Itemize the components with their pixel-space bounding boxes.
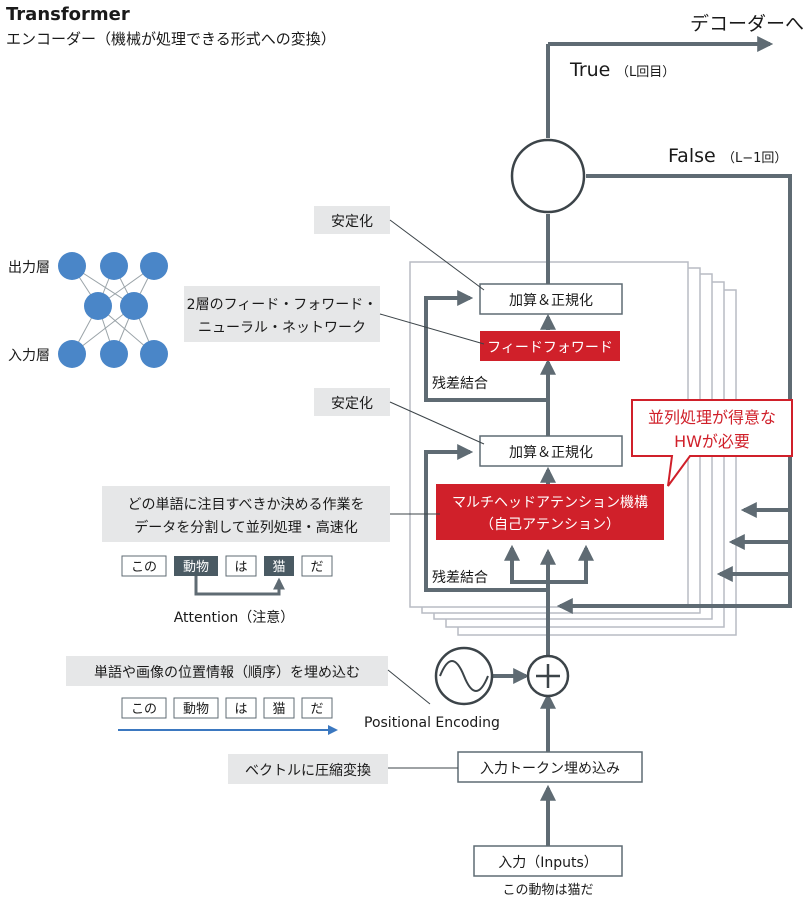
callout-ffn: 2層のフィード・フォワード・ ニューラル・ネットワーク: [184, 286, 485, 345]
main-flow: [424, 36, 792, 872]
token: この: [131, 702, 157, 717]
svg-text:ニューラル・ネットワーク: ニューラル・ネットワーク: [198, 320, 366, 336]
svg-text:データを分割して並列処理・高速化: データを分割して並列処理・高速化: [134, 519, 358, 536]
callout-positional: 単語や画像の位置情報（順序）を埋め込む: [66, 656, 431, 705]
hw-callout: [631, 399, 793, 487]
positional-encoding-label: Positional Encoding: [364, 715, 500, 731]
positional-token-row: この 動物 は 猫 だ: [118, 697, 338, 735]
add-norm-label-bottom: 加算＆正規化: [509, 445, 593, 461]
token: は: [234, 702, 247, 717]
hw-callout-line1: 並列処理が得意な: [648, 408, 776, 427]
svg-text:安定化: 安定化: [331, 214, 373, 230]
token-embedding-box: [457, 751, 643, 783]
false-note: （L−1回）: [722, 151, 787, 166]
token: 猫: [272, 702, 285, 717]
token-highlight: 動物: [183, 560, 209, 575]
attention-label: Attention（注意）: [174, 609, 295, 626]
feed-forward-box: [480, 331, 620, 361]
callout-stabilize-bottom: 安定化: [314, 388, 485, 445]
residual-label-bottom: 残差結合: [432, 570, 488, 586]
input-layer-label: 入力層: [8, 348, 50, 364]
svg-text:どの単語に注目すべきか決める作業を: どの単語に注目すべきか決める作業を: [127, 497, 364, 513]
output-node: [510, 138, 586, 214]
token: この: [131, 560, 157, 575]
attention-token-row: この 動物 は 猫 だ Attention（注意）: [121, 555, 333, 626]
hw-callout-line2: HWが必要: [674, 432, 750, 451]
svg-text:2層のフィード・フォワード・: 2層のフィード・フォワード・: [187, 297, 378, 313]
mha-label-line2: （自己アテンション）: [480, 517, 620, 533]
false-label: False: [668, 145, 716, 167]
callout-vector: ベクトルに圧縮変換: [228, 754, 458, 784]
token: だ: [310, 702, 323, 717]
input-example: この動物は猫だ: [502, 883, 593, 898]
neural-network-illustration: 出力層 入力層: [8, 252, 168, 368]
add-norm-box-top: [479, 283, 623, 315]
token: だ: [310, 560, 323, 575]
mha-label-line1: マルチヘッドアテンション機構: [452, 495, 648, 511]
residual-label-top: 残差結合: [432, 376, 488, 392]
svg-text:ベクトルに圧縮変換: ベクトルに圧縮変換: [245, 762, 371, 779]
feed-forward-label: フィードフォワード: [487, 340, 613, 356]
token-embedding-label: 入力トークン埋め込み: [480, 761, 620, 777]
token-highlight: 猫: [272, 560, 285, 575]
token: 動物: [183, 702, 209, 717]
svg-text:安定化: 安定化: [331, 396, 373, 412]
multi-head-attention-box: [436, 484, 664, 540]
inputs-label: 入力（Inputs）: [498, 855, 598, 871]
token: は: [234, 560, 247, 575]
callout-attention: どの単語に注目すべきか決める作業を データを分割して並列処理・高速化: [102, 486, 440, 542]
page-subtitle: エンコーダー（機械が処理できる形式への変換）: [6, 30, 336, 48]
page-title: Transformer: [6, 4, 130, 25]
true-label: True: [569, 59, 610, 81]
add-norm-box-bottom: [479, 435, 623, 467]
output-layer-label: 出力層: [8, 260, 50, 276]
true-note: （L回目）: [616, 65, 675, 80]
inputs-box: [473, 845, 623, 877]
add-norm-label-top: 加算＆正規化: [509, 293, 593, 309]
svg-text:単語や画像の位置情報（順序）を埋め込む: 単語や画像の位置情報（順序）を埋め込む: [94, 665, 360, 681]
sine-wave-icon: [439, 660, 489, 692]
callout-stabilize-top: 安定化: [314, 206, 485, 291]
to-decoder-label: デコーダーへ: [690, 13, 804, 35]
